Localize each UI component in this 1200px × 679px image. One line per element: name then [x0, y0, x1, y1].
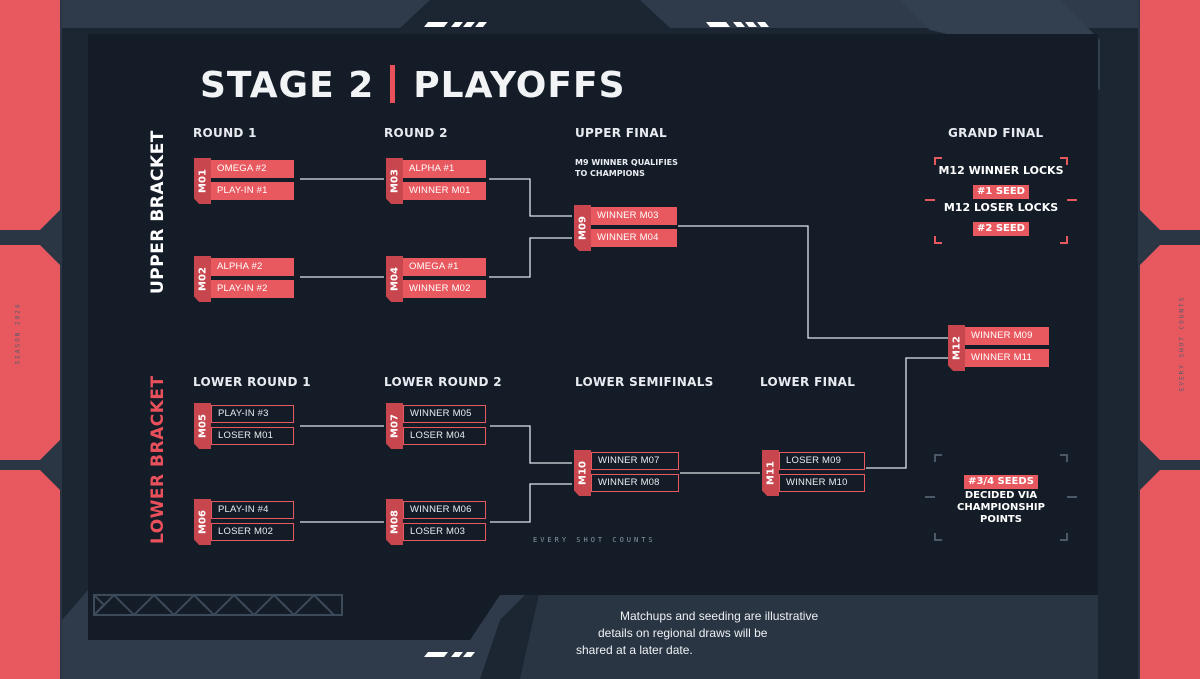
- title-separator: [390, 65, 396, 103]
- team-slot[interactable]: PLAY-IN #4: [211, 501, 294, 519]
- team-slot[interactable]: PLAY-IN #1: [211, 182, 294, 200]
- column-lower-final: LOWER FINAL: [760, 375, 856, 389]
- team-slot[interactable]: LOSER M02: [211, 523, 294, 541]
- right-red-bar-top: [1140, 0, 1200, 230]
- lower-bracket-label: LOWER BRACKET: [148, 375, 168, 544]
- title-stage: STAGE 2: [200, 65, 375, 106]
- upper-bracket-label: UPPER BRACKET: [148, 130, 168, 294]
- team-slot[interactable]: WINNER M06: [403, 501, 486, 519]
- team-slot[interactable]: WINNER M04: [591, 229, 677, 247]
- team-slot[interactable]: ALPHA #2: [211, 258, 294, 276]
- team-slot[interactable]: OMEGA #2: [211, 160, 294, 178]
- footer-line2: details on regional draws will be: [598, 626, 768, 640]
- match-tag: M09: [574, 205, 591, 251]
- team-slot[interactable]: WINNER M05: [403, 405, 486, 423]
- footer-line3: shared at a later date.: [576, 643, 693, 657]
- footer-line1: Matchups and seeding are illustrative: [620, 609, 819, 623]
- column-grand-final: GRAND FINAL: [948, 126, 1044, 140]
- team-slot[interactable]: WINNER M03: [591, 207, 677, 225]
- column-lower-round1: LOWER ROUND 1: [193, 375, 311, 389]
- team-slot[interactable]: WINNER M07: [591, 452, 679, 470]
- seeds-34-line1: DECIDED VIA: [964, 490, 1038, 501]
- match-tag: M06: [194, 499, 211, 545]
- team-slot[interactable]: WINNER M08: [591, 474, 679, 492]
- seed-frame-corners: [925, 157, 1077, 244]
- column-round1: ROUND 1: [193, 126, 257, 140]
- left-red-bar-bottom: [0, 470, 60, 679]
- match-tag: M04: [386, 256, 403, 302]
- seeds-34-line3: POINTS: [980, 514, 1022, 525]
- match-tag: M11: [762, 450, 779, 496]
- match-tag: M01: [194, 158, 211, 204]
- team-slot[interactable]: WINNER M10: [779, 474, 865, 492]
- right-red-bar-mid: [1140, 245, 1200, 460]
- seed-badge-2: #2 SEED: [973, 222, 1029, 236]
- seeds-34-badge: #3/4 SEEDS: [964, 475, 1038, 489]
- team-slot[interactable]: LOSER M03: [403, 523, 486, 541]
- match-tag: M07: [386, 403, 403, 449]
- upper-final-note-line1: M9 WINNER QUALIFIES: [575, 158, 678, 167]
- match-tag: M03: [386, 158, 403, 204]
- column-round2: ROUND 2: [384, 126, 448, 140]
- seeds-34-line2: CHAMPIONSHIP: [957, 502, 1045, 513]
- seed-badge-1: #1 SEED: [973, 185, 1029, 199]
- team-slot[interactable]: ALPHA #1: [403, 160, 486, 178]
- match-tag: M02: [194, 256, 211, 302]
- tagline: EVERY SHOT COUNTS: [533, 536, 656, 544]
- season-vertical-text: SEASON 2024: [14, 302, 22, 365]
- upper-final-note-line2: TO CHAMPIONS: [575, 169, 645, 178]
- team-slot[interactable]: PLAY-IN #2: [211, 280, 294, 298]
- team-slot[interactable]: LOSER M01: [211, 427, 294, 445]
- team-slot[interactable]: LOSER M09: [779, 452, 865, 470]
- team-slot[interactable]: WINNER M01: [403, 182, 486, 200]
- team-slot[interactable]: WINNER M02: [403, 280, 486, 298]
- team-slot[interactable]: PLAY-IN #3: [211, 405, 294, 423]
- seed-line-winner: M12 WINNER LOCKS: [938, 164, 1064, 177]
- seeds-34-info: #3/4 SEEDS DECIDED VIA CHAMPIONSHIP POIN…: [930, 469, 1072, 526]
- footer-note: Matchups and seeding are illustrative de…: [560, 608, 850, 659]
- team-slot[interactable]: WINNER M11: [965, 349, 1049, 367]
- bracket-connectors: [300, 178, 948, 523]
- match-tag: M05: [194, 403, 211, 449]
- page-title: STAGE 2 PLAYOFFS: [200, 64, 626, 108]
- right-red-bar-bottom: [1140, 470, 1200, 679]
- team-slot[interactable]: LOSER M04: [403, 427, 486, 445]
- column-lower-round2: LOWER ROUND 2: [384, 375, 502, 389]
- triangle-pattern: [93, 593, 343, 617]
- left-red-bar-mid: [0, 245, 60, 460]
- left-red-bar-top: [0, 0, 60, 230]
- match-tag: M08: [386, 499, 403, 545]
- column-upper-final: UPPER FINAL: [575, 126, 667, 140]
- team-slot[interactable]: OMEGA #1: [403, 258, 486, 276]
- upper-final-note: M9 WINNER QUALIFIES TO CHAMPIONS: [575, 157, 678, 179]
- match-tag: M10: [574, 450, 591, 496]
- title-playoffs: PLAYOFFS: [413, 65, 626, 106]
- column-lower-semifinals: LOWER SEMIFINALS: [575, 375, 714, 389]
- grand-final-seed-info: M12 WINNER LOCKS #1 SEED M12 LOSER LOCKS…: [930, 163, 1072, 237]
- seed-line-loser: M12 LOSER LOCKS: [943, 201, 1059, 214]
- match-tag: M12: [948, 325, 965, 371]
- seeds34-frame-corners: [925, 454, 1077, 541]
- tagline-vertical-text: EVERY SHOT COUNTS: [1178, 295, 1186, 392]
- team-slot[interactable]: WINNER M09: [965, 327, 1049, 345]
